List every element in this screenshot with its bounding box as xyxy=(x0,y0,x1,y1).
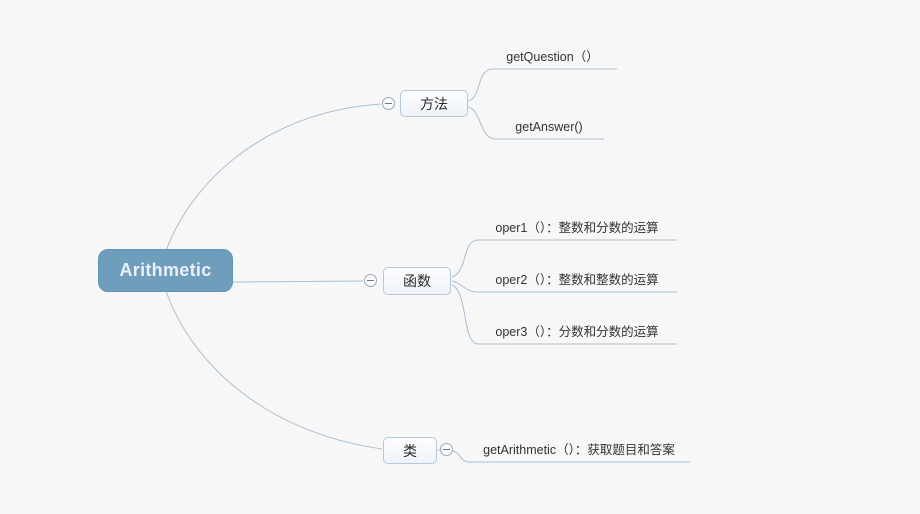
connector-methods-getquestion xyxy=(467,68,617,102)
connector-root-functions xyxy=(232,280,364,283)
collapse-minus-icon[interactable] xyxy=(382,97,395,110)
topic-methods[interactable]: 方法 xyxy=(400,90,468,117)
topic-functions[interactable]: 函数 xyxy=(383,267,451,295)
leaf-topic-oper2[interactable]: oper2（）：整数和整数的运算 xyxy=(495,273,659,287)
topic-class[interactable]: 类 xyxy=(383,437,437,464)
leaf-topic-oper3[interactable]: oper3（）：分数和分数的运算 xyxy=(495,325,659,339)
leaf-topic-getanswer[interactable]: getAnswer() xyxy=(515,120,583,134)
collapse-minus-icon[interactable] xyxy=(364,274,377,287)
leaf-topic-getquestion[interactable]: getQuestion（） xyxy=(506,50,599,64)
root-topic[interactable]: Arithmetic xyxy=(98,249,233,292)
leaf-topic-oper1[interactable]: oper1（）：整数和分数的运算 xyxy=(495,221,659,235)
connector-root-methods xyxy=(165,103,382,252)
connector-root-class xyxy=(165,290,383,450)
leaf-topic-getarithmetic[interactable]: getArithmetic（）：获取题目和答案 xyxy=(483,443,675,457)
collapse-minus-icon[interactable] xyxy=(440,443,453,456)
